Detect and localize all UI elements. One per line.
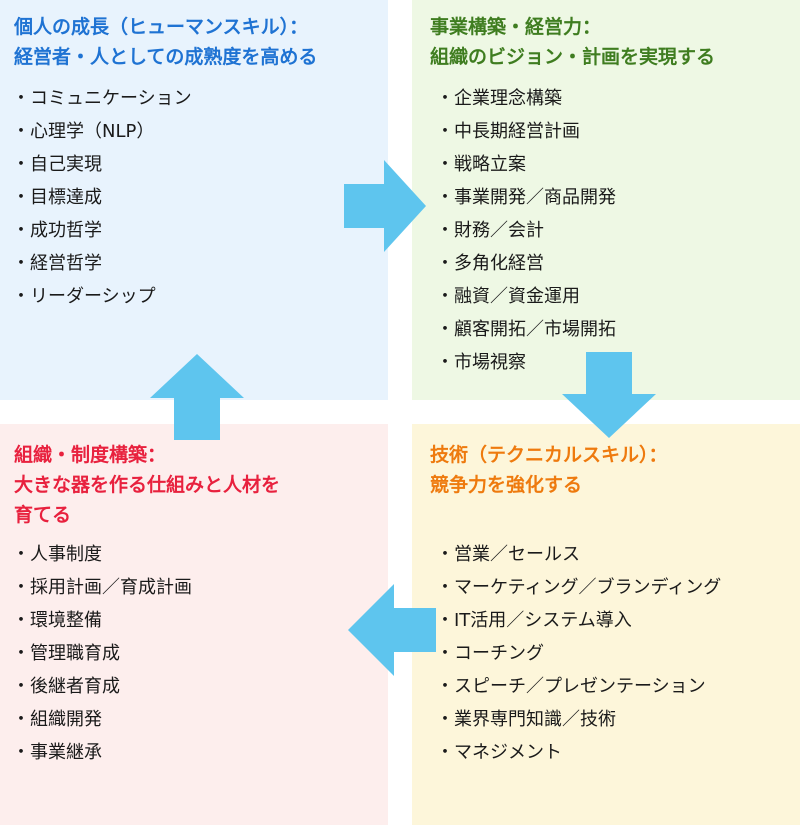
quadrant-technical-skill: 技術（テクニカルスキル）： 競争力を強化する 営業／セールス マーケティング／ブ… [412, 424, 800, 825]
quadrant-personal-growth: 個人の成長（ヒューマンスキル）： 経営者・人としての成熟度を高める コミュニケー… [0, 0, 388, 400]
title-line: 経営者・人としての成熟度を高める [14, 46, 318, 68]
title-line: 事業構築・経営力： [430, 16, 602, 38]
list-item: コミュニケーション [12, 82, 192, 115]
list-item: 企業理念構築 [436, 82, 616, 115]
title-line: 組織・制度構築： [14, 444, 167, 466]
title-line: 組織のビジョン・計画を実現する [430, 46, 716, 68]
list-item: 成功哲学 [12, 214, 192, 247]
list-item: 戦略立案 [436, 148, 616, 181]
list-item: 環境整備 [12, 604, 192, 637]
quadrant-title: 個人の成長（ヒューマンスキル）： 経営者・人としての成熟度を高める [14, 12, 317, 72]
list-item: スピーチ／プレゼンテーション [436, 670, 721, 703]
title-line: 育てる [14, 504, 72, 526]
list-item: マーケティング／ブランディング [436, 571, 721, 604]
arrow-left-icon [348, 584, 436, 676]
list-item: 業界専門知識／技術 [436, 703, 721, 736]
list-item: 経営哲学 [12, 247, 192, 280]
quadrant-organization-building: 組織・制度構築： 大きな器を作る仕組みと人材を 育てる 人事制度 採用計画／育成… [0, 424, 388, 825]
list-item: 顧客開拓／市場開拓 [436, 313, 616, 346]
list-item: 後継者育成 [12, 670, 192, 703]
item-list: 人事制度 採用計画／育成計画 環境整備 管理職育成 後継者育成 組織開発 事業継… [12, 538, 192, 769]
quadrant-title: 組織・制度構築： 大きな器を作る仕組みと人材を 育てる [14, 440, 280, 530]
item-list: コミュニケーション 心理学（NLP） 自己実現 目標達成 成功哲学 経営哲学 リ… [12, 82, 192, 313]
list-item: 事業継承 [12, 736, 192, 769]
title-line: 大きな器を作る仕組みと人材を [14, 474, 281, 496]
list-item: 事業開発／商品開発 [436, 181, 616, 214]
list-item: 管理職育成 [12, 637, 192, 670]
list-item: 人事制度 [12, 538, 192, 571]
title-line: 技術（テクニカルスキル）： [430, 444, 668, 466]
list-item: 組織開発 [12, 703, 192, 736]
list-item: 融資／資金運用 [436, 280, 616, 313]
list-item: リーダーシップ [12, 280, 192, 313]
arrow-down-icon [562, 352, 656, 438]
list-item: コーチング [436, 637, 721, 670]
list-item: 営業／セールス [436, 538, 721, 571]
list-item: 多角化経営 [436, 247, 616, 280]
list-item: 目標達成 [12, 181, 192, 214]
list-item: 自己実現 [12, 148, 192, 181]
quadrant-title: 事業構築・経営力： 組織のビジョン・計画を実現する [430, 12, 715, 72]
arrow-up-icon [150, 354, 244, 440]
title-line: 競争力を強化する [430, 474, 583, 496]
list-item: 市場視察 [436, 346, 616, 379]
title-line: 個人の成長（ヒューマンスキル）： [14, 16, 309, 38]
arrow-right-icon [344, 160, 426, 252]
list-item: 採用計画／育成計画 [12, 571, 192, 604]
quadrant-business-building: 事業構築・経営力： 組織のビジョン・計画を実現する 企業理念構築 中長期経営計画… [412, 0, 800, 400]
list-item: 財務／会計 [436, 214, 616, 247]
quadrant-title: 技術（テクニカルスキル）： 競争力を強化する [430, 440, 668, 500]
list-item: マネジメント [436, 736, 721, 769]
item-list: 営業／セールス マーケティング／ブランディング IT活用／システム導入 コーチン… [436, 538, 721, 769]
item-list: 企業理念構築 中長期経営計画 戦略立案 事業開発／商品開発 財務／会計 多角化経… [436, 82, 616, 379]
list-item: IT活用／システム導入 [436, 604, 721, 637]
list-item: 心理学（NLP） [12, 115, 192, 148]
list-item: 中長期経営計画 [436, 115, 616, 148]
